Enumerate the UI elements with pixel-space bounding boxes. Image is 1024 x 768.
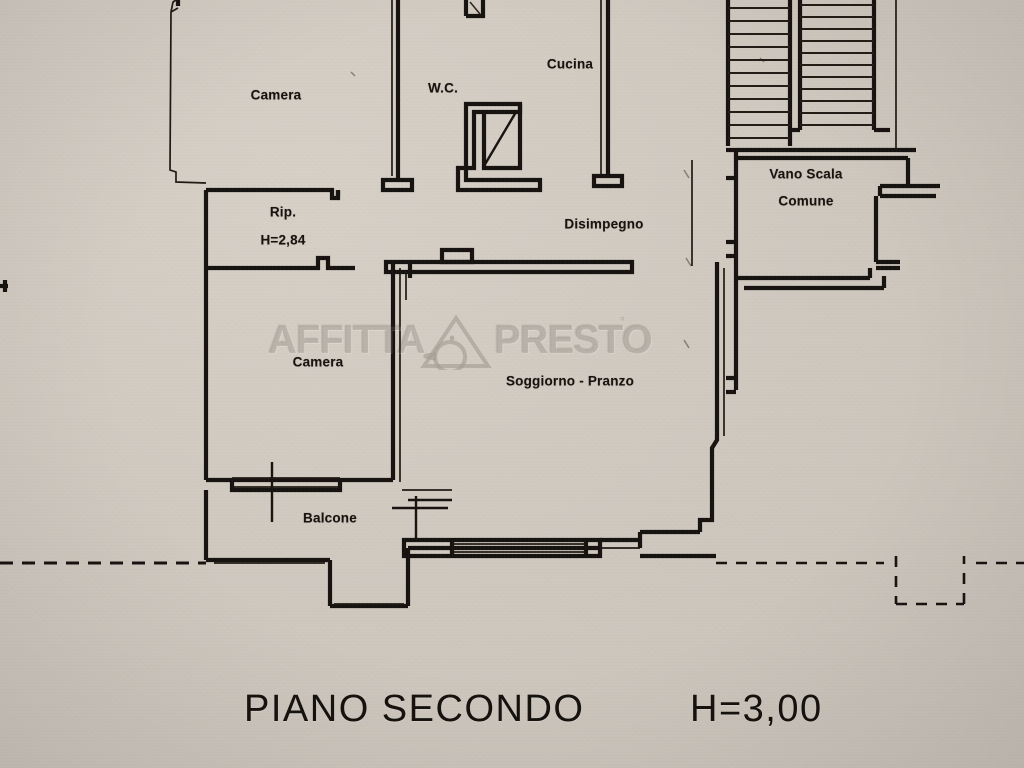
room-label-vano-scala-2: Comune	[778, 193, 834, 209]
room-label-cucina: Cucina	[546, 56, 594, 72]
wall-camera-wc	[380, 0, 415, 193]
room-outline-balcone	[203, 489, 640, 609]
page-title: PIANO SECONDO	[244, 688, 585, 730]
room-label-soggiorno: Soggiorno - Pranzo	[505, 373, 635, 389]
floor-plan-footer: PIANO SECONDO H=3,00	[0, 688, 1024, 744]
paper-speckles	[350, 57, 765, 349]
room-label-vano-scala-1: Vano Scala	[769, 166, 843, 182]
ceiling-height-label: H=3,00	[690, 688, 823, 730]
wall-cucina-right	[591, 0, 625, 189]
room-label-camera-sud: Camera	[292, 354, 344, 370]
room-label-camera-nord: Camera	[250, 87, 302, 103]
property-boundary-dashed	[0, 553, 1024, 606]
room-label-ripostiglio-h: H=2,84	[260, 232, 306, 248]
room-label-disimpegno: Disimpegno	[564, 216, 644, 232]
staircase-vano-scala	[725, 0, 897, 150]
room-outline-camera-sud	[203, 264, 401, 522]
room-outline-ripostiglio	[203, 187, 355, 271]
room-label-wc: W.C.	[427, 80, 459, 96]
wall-wc-cucina	[455, 0, 543, 193]
room-outline-vano-scala	[736, 147, 940, 291]
wall-disimpegno-vanoscala	[691, 147, 739, 395]
wall-soggiorno-north	[383, 247, 635, 300]
wall-soggiorno-east	[637, 262, 725, 548]
room-label-ripostiglio: Rip.	[269, 204, 297, 220]
edge-tick-mark	[0, 280, 8, 292]
room-label-balcone: Balcone	[303, 510, 357, 526]
room-outline-camera-nord	[169, 0, 207, 184]
